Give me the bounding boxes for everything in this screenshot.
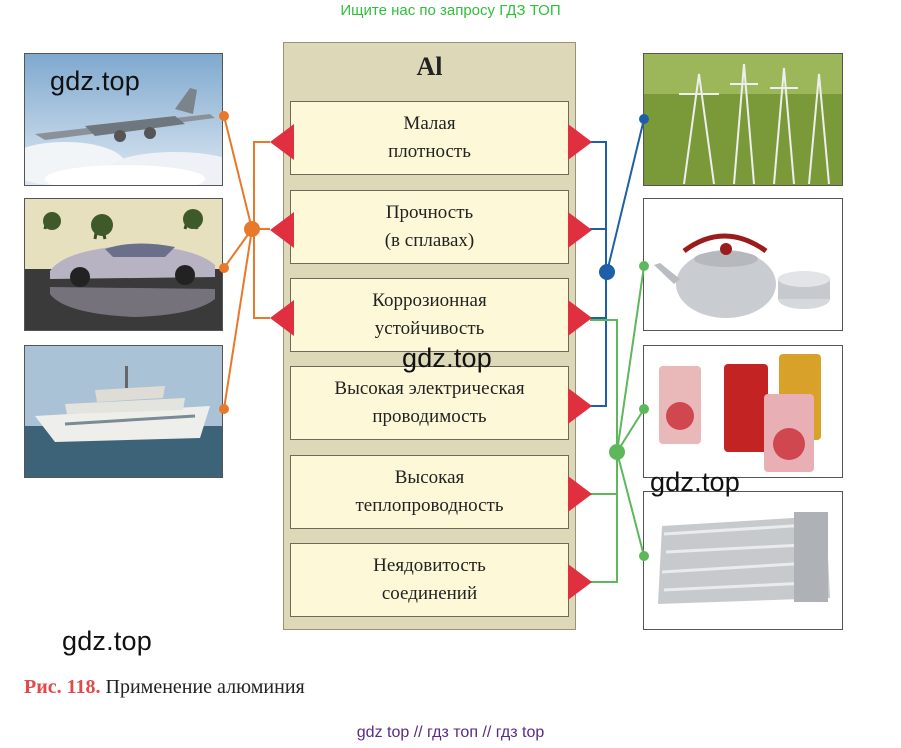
arrow-left bbox=[270, 212, 294, 248]
arrow-right bbox=[568, 124, 592, 160]
arrow-left bbox=[270, 300, 294, 336]
green-hub bbox=[609, 444, 625, 460]
green-node bbox=[639, 551, 649, 561]
prop-line: Высокая электрическая bbox=[334, 378, 525, 399]
green-node bbox=[639, 261, 649, 271]
property-strength: Прочность (в сплавах) bbox=[290, 190, 569, 264]
arrow-right bbox=[568, 388, 592, 424]
orange-node bbox=[219, 263, 229, 273]
bottom-banner[interactable]: gdz top // гдз топ // гдз top bbox=[356, 724, 545, 741]
green-connectors bbox=[590, 265, 645, 583]
top-banner[interactable]: Ищите нас по запросу ГДЗ ТОП bbox=[340, 2, 561, 19]
prop-line: проводимость bbox=[372, 406, 487, 427]
prop-line: Высокая bbox=[394, 467, 465, 488]
orange-node bbox=[219, 404, 229, 414]
prop-line: Коррозионная bbox=[372, 290, 487, 311]
green-node bbox=[639, 404, 649, 414]
photo-kettle bbox=[643, 198, 843, 331]
prop-line: Малая bbox=[403, 113, 456, 134]
blue-node bbox=[639, 114, 649, 124]
photo-yacht bbox=[24, 345, 223, 478]
arrow-right bbox=[568, 212, 592, 248]
photo-aluminium-foil bbox=[643, 491, 843, 630]
property-electrical-conductivity: Высокая электрическая проводимость bbox=[290, 366, 569, 440]
arrow-left bbox=[270, 124, 294, 160]
watermark: gdz.top bbox=[650, 467, 740, 497]
photo-sports-car bbox=[24, 198, 223, 331]
prop-line: теплопроводность bbox=[355, 495, 504, 516]
watermark: gdz.top bbox=[62, 626, 152, 656]
orange-connectors bbox=[223, 115, 270, 410]
prop-line: соединений bbox=[381, 583, 478, 604]
figure-title: Применение алюминия bbox=[105, 676, 305, 698]
prop-line: (в сплавах) bbox=[384, 230, 475, 251]
prop-line: Прочность bbox=[385, 202, 474, 223]
watermark: gdz.top bbox=[402, 343, 492, 373]
figure-number: Рис. 118. bbox=[24, 676, 101, 698]
property-corrosion-resistance: Коррозионная устойчивость bbox=[290, 278, 569, 352]
photo-airplane bbox=[24, 53, 223, 186]
photo-drink-cans bbox=[643, 345, 843, 478]
figure-caption: Рис. 118. Применение алюминия bbox=[24, 676, 305, 699]
property-non-toxicity: Неядовитость соединений bbox=[290, 543, 569, 617]
orange-hub bbox=[244, 221, 260, 237]
prop-line: плотность bbox=[388, 141, 471, 162]
arrow-right bbox=[568, 476, 592, 512]
arrow-right bbox=[568, 564, 592, 600]
blue-hub bbox=[599, 264, 615, 280]
watermark: gdz.top bbox=[50, 66, 140, 96]
photo-power-lines bbox=[643, 53, 843, 186]
prop-line: устойчивость bbox=[374, 318, 485, 339]
orange-node bbox=[219, 111, 229, 121]
arrow-right bbox=[568, 300, 592, 336]
prop-line: Неядовитость bbox=[373, 555, 486, 576]
property-thermal-conductivity: Высокая теплопроводность bbox=[290, 455, 569, 529]
element-symbol: Al bbox=[416, 52, 443, 81]
